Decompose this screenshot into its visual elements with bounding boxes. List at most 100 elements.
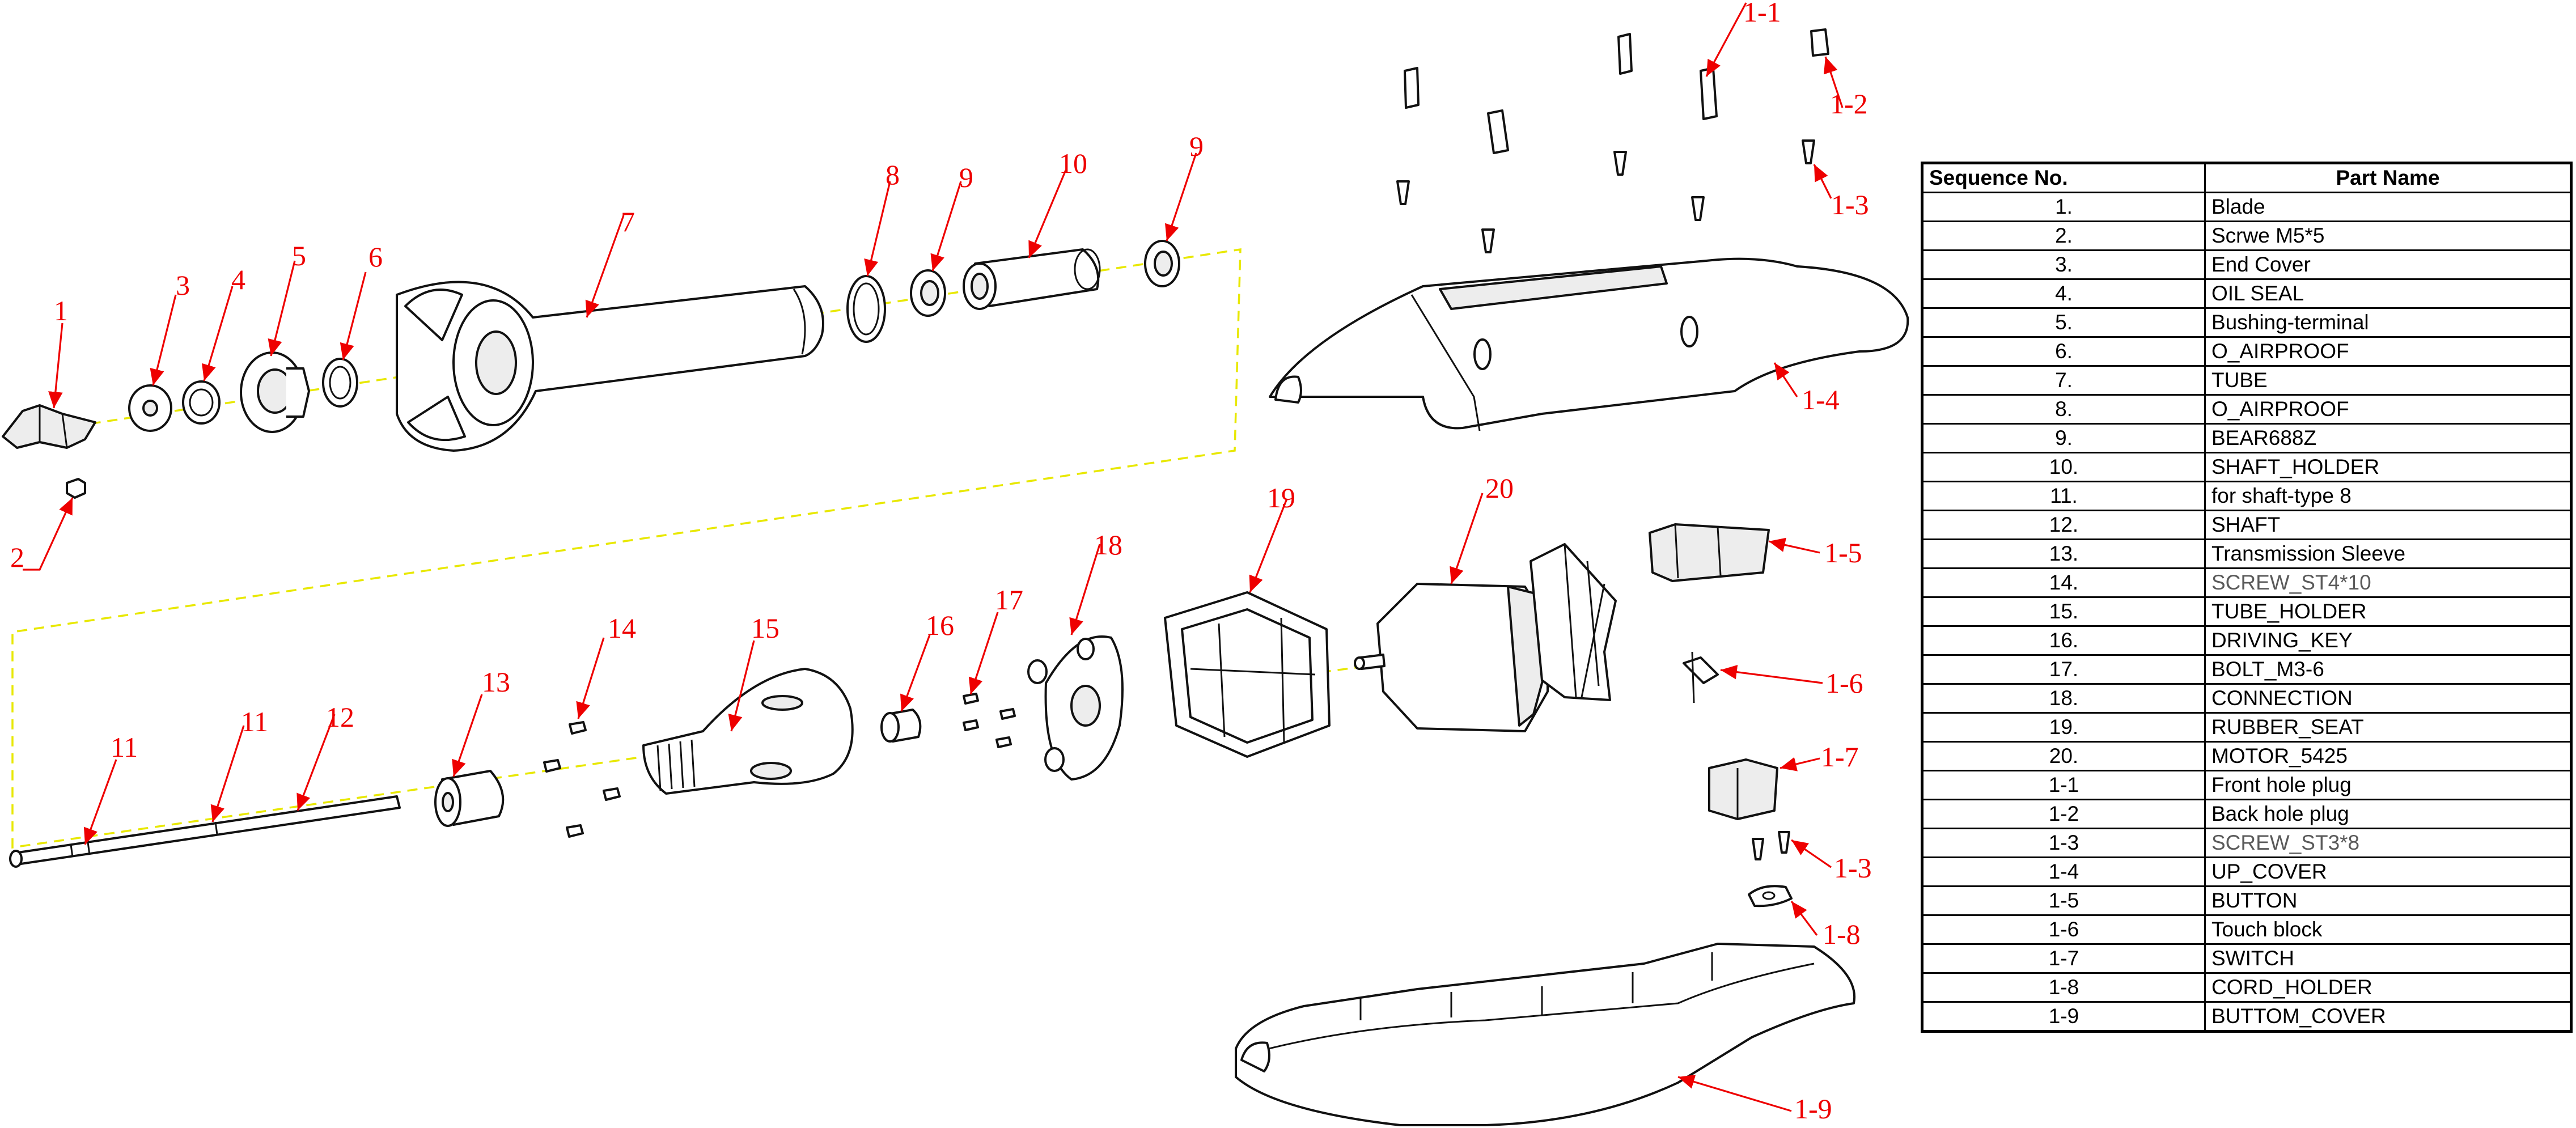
- table-row: 5.Bushing-terminal: [1921, 307, 2572, 338]
- table-row: 14.SCREW_ST4*10: [1921, 567, 2572, 598]
- part-1-1-front-hole-plugs: [1404, 33, 1718, 154]
- table-row: 3.End Cover: [1921, 249, 2572, 280]
- sequence-cell: 16.: [1921, 625, 2206, 656]
- part-1-3-screws-top: [1396, 139, 1815, 253]
- sequence-cell: 1-8: [1921, 972, 2206, 1003]
- sequence-cell: 6.: [1921, 336, 2206, 367]
- callout-1-8: 1-8: [1823, 918, 1861, 950]
- table-row: 4.OIL SEAL: [1921, 278, 2572, 309]
- sequence-cell: 1-6: [1921, 914, 2206, 945]
- part-7-tube: [396, 281, 824, 452]
- callout-6: 6: [368, 241, 383, 273]
- table-row: 11.for shaft-type 8: [1921, 481, 2572, 511]
- sequence-cell: 11.: [1921, 481, 2206, 511]
- part-9-bearing-a: [910, 269, 946, 317]
- callout-1-5: 1-5: [1824, 537, 1862, 569]
- callout-1-3a: 1-3: [1831, 189, 1869, 220]
- table-row: 19.RUBBER_SEAT: [1921, 712, 2572, 743]
- callout-10: 10: [1059, 147, 1087, 179]
- part-name-cell: BOLT_M3-6: [2204, 654, 2572, 685]
- sequence-cell: 1-9: [1921, 1001, 2206, 1032]
- callout-11a: 11: [111, 731, 138, 763]
- callout-20: 20: [1485, 472, 1514, 504]
- header-sequence-no: Sequence No.: [1921, 162, 2206, 193]
- part-name-cell: SCREW_ST3*8: [2204, 828, 2572, 858]
- sequence-cell: 10.: [1921, 452, 2206, 482]
- part-name-cell: SHAFT: [2204, 510, 2572, 540]
- part-name-cell: O_AIRPROOF: [2204, 336, 2572, 367]
- part-name-cell: Blade: [2204, 192, 2572, 222]
- sequence-cell: 9.: [1921, 423, 2206, 453]
- sequence-cell: 4.: [1921, 278, 2206, 309]
- sequence-cell: 5.: [1921, 307, 2206, 338]
- callout-1-6: 1-6: [1825, 667, 1863, 699]
- sequence-cell: 1-5: [1921, 885, 2206, 916]
- sequence-cell: 19.: [1921, 712, 2206, 743]
- part-1-8-cord-holder: [1748, 885, 1793, 908]
- sequence-cell: 2.: [1921, 220, 2206, 251]
- callout-11b: 11: [241, 706, 268, 737]
- part-name-cell: MOTOR_5425: [2204, 741, 2572, 771]
- part-name-cell: CORD_HOLDER: [2204, 972, 2572, 1003]
- part-name-cell: TUBE: [2204, 365, 2572, 396]
- callout-labels: 1 2 3 4 5 6 7 8 9 10 9 11 11 12 13 14 15…: [10, 0, 1872, 1125]
- table-row: 12.SHAFT: [1921, 510, 2572, 540]
- table-row: 10.SHAFT_HOLDER: [1921, 452, 2572, 482]
- part-name-cell: Scrwe M5*5: [2204, 220, 2572, 251]
- part-name-cell: Bushing-terminal: [2204, 307, 2572, 338]
- part-10-shaft-holder: [963, 248, 1101, 310]
- callout-leaders: [23, 2, 1844, 1112]
- part-1-2-back-hole-plug: [1810, 28, 1829, 57]
- sequence-cell: 1-7: [1921, 943, 2206, 974]
- sequence-cell: 1.: [1921, 192, 2206, 222]
- part-name-cell: for shaft-type 8: [2204, 481, 2572, 511]
- sequence-cell: 12.: [1921, 510, 2206, 540]
- part-18-connection: [1027, 635, 1124, 781]
- part-name-cell: Transmission Sleeve: [2204, 538, 2572, 569]
- callout-8: 8: [886, 159, 900, 190]
- part-name-cell: Front hole plug: [2204, 770, 2572, 800]
- part-19-rubber-seat: [1164, 591, 1331, 758]
- callout-9a: 9: [959, 162, 973, 193]
- sequence-cell: 7.: [1921, 365, 2206, 396]
- part-name-cell: OIL SEAL: [2204, 278, 2572, 309]
- callout-1-1: 1-1: [1743, 0, 1781, 28]
- part-name-cell: BUTTON: [2204, 885, 2572, 916]
- table-row: 2.Scrwe M5*5: [1921, 220, 2572, 251]
- table-row: 15.TUBE_HOLDER: [1921, 596, 2572, 627]
- part-name-cell: O_AIRPROOF: [2204, 394, 2572, 425]
- part-name-cell: CONNECTION: [2204, 683, 2572, 714]
- part-1-4-up-cover: [1269, 257, 1909, 431]
- callout-14: 14: [608, 612, 636, 644]
- callout-12: 12: [326, 701, 354, 733]
- part-name-cell: DRIVING_KEY: [2204, 625, 2572, 656]
- part-13-transmission-sleeve: [434, 770, 505, 827]
- table-row: 1.Blade: [1921, 192, 2572, 222]
- table-row: 18.CONNECTION: [1921, 683, 2572, 714]
- sequence-cell: 1-1: [1921, 770, 2206, 800]
- callout-16: 16: [926, 609, 954, 641]
- part-name-cell: SCREW_ST4*10: [2204, 567, 2572, 598]
- callout-13: 13: [482, 666, 510, 698]
- part-name-cell: UP_COVER: [2204, 856, 2572, 887]
- part-name-cell: RUBBER_SEAT: [2204, 712, 2572, 743]
- callout-1-9: 1-9: [1794, 1093, 1832, 1125]
- part-15-tube-holder: [642, 668, 854, 795]
- callout-1-3b: 1-3: [1834, 852, 1872, 884]
- part-6-o-airproof: [322, 358, 358, 408]
- table-row: 7.TUBE: [1921, 365, 2572, 396]
- part-1-blade: [2, 404, 96, 449]
- sequence-cell: 17.: [1921, 654, 2206, 685]
- table-row: 20.MOTOR_5425: [1921, 741, 2572, 771]
- callout-15: 15: [751, 612, 779, 644]
- callout-18: 18: [1094, 529, 1122, 561]
- sequence-cell: 8.: [1921, 394, 2206, 425]
- part-1-3-screws-bottom: [1752, 831, 1790, 860]
- table-row: 8.O_AIRPROOF: [1921, 394, 2572, 425]
